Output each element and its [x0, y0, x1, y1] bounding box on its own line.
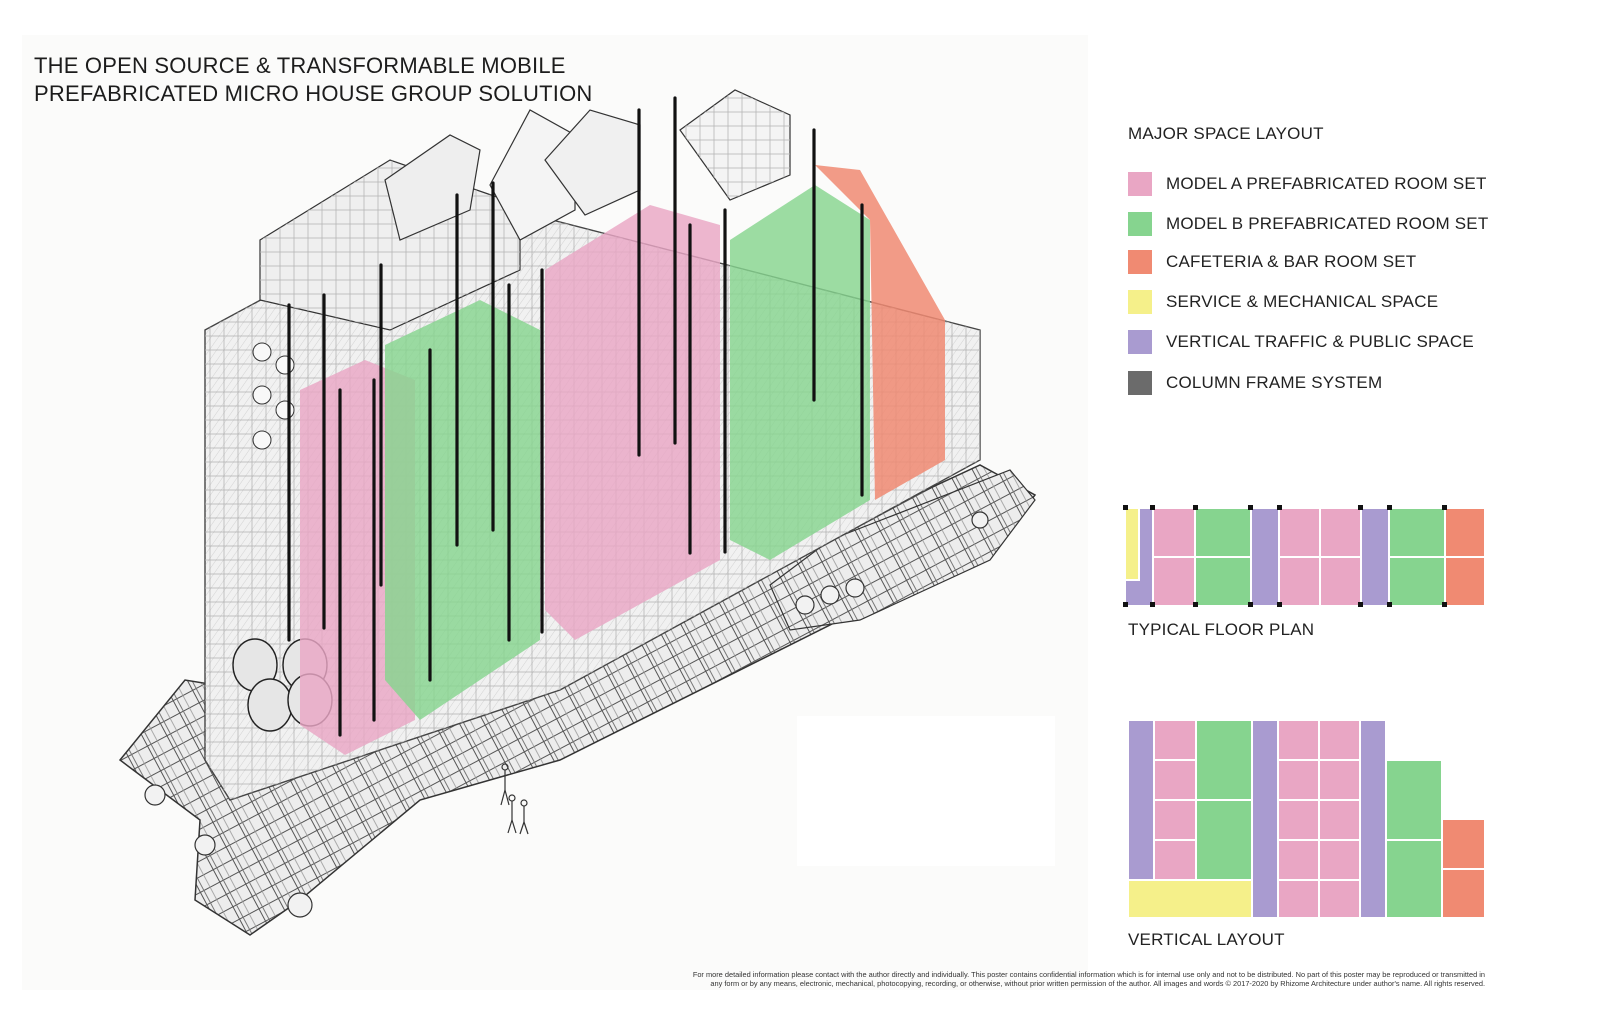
legend-item-vertical-traffic: VERTICAL TRAFFIC & PUBLIC SPACE	[1128, 329, 1474, 355]
vertical-layout-diagram	[1127, 719, 1486, 919]
tracks	[118, 464, 1037, 936]
people-figures	[500, 763, 529, 835]
blank-panel	[797, 716, 1055, 866]
legend-swatch-service	[1128, 290, 1152, 314]
legend-label-cafeteria: CAFETERIA & BAR ROOM SET	[1166, 252, 1417, 271]
copyright-footnote: For more detailed information please con…	[565, 970, 1485, 988]
footnote-line-2: any form or by any means, electronic, me…	[710, 979, 1485, 988]
typical-floor-plan-diagram	[1123, 505, 1486, 607]
title-line-1: THE OPEN SOURCE & TRANSFORMABLE MOBILE	[34, 53, 566, 78]
legend-item-model-a: MODEL A PREFABRICATED ROOM SET	[1128, 171, 1487, 197]
legend-label-vertical-traffic: VERTICAL TRAFFIC & PUBLIC SPACE	[1166, 332, 1474, 351]
legend-label-service: SERVICE & MECHANICAL SPACE	[1166, 292, 1439, 311]
isometric-building-drawing	[118, 89, 1037, 936]
legend-swatch-model-a	[1128, 172, 1152, 196]
vertical-layout-label: VERTICAL LAYOUT	[1128, 930, 1285, 949]
page-title: THE OPEN SOURCE & TRANSFORMABLE MOBILE P…	[34, 52, 592, 108]
legend-label-model-b: MODEL B PREFABRICATED ROOM SET	[1166, 214, 1489, 233]
legend-label-model-a: MODEL A PREFABRICATED ROOM SET	[1166, 174, 1487, 193]
legend-item-cafeteria: CAFETERIA & BAR ROOM SET	[1128, 249, 1416, 275]
model-b-room-set-left	[385, 300, 540, 720]
legend-swatch-vertical-traffic	[1128, 330, 1152, 354]
cafeteria-room-set	[815, 165, 945, 500]
model-b-room-set-right	[730, 185, 870, 560]
legend-swatch-cafeteria	[1128, 250, 1152, 274]
legend-item-column-frame: COLUMN FRAME SYSTEM	[1128, 370, 1382, 396]
legend-item-service: SERVICE & MECHANICAL SPACE	[1128, 289, 1438, 315]
footnote-line-1: For more detailed information please con…	[692, 970, 1485, 979]
legend-swatch-model-b	[1128, 212, 1152, 236]
column-frame-system	[287, 96, 864, 737]
legend-swatch-column-frame	[1128, 371, 1152, 395]
title-line-2: PREFABRICATED MICRO HOUSE GROUP SOLUTION	[34, 81, 593, 106]
typical-floor-plan-label: TYPICAL FLOOR PLAN	[1128, 620, 1315, 639]
legend-item-model-b: MODEL B PREFABRICATED ROOM SET	[1128, 211, 1488, 237]
legend-heading: MAJOR SPACE LAYOUT	[1128, 124, 1324, 143]
legend-label-column-frame: COLUMN FRAME SYSTEM	[1166, 373, 1383, 392]
